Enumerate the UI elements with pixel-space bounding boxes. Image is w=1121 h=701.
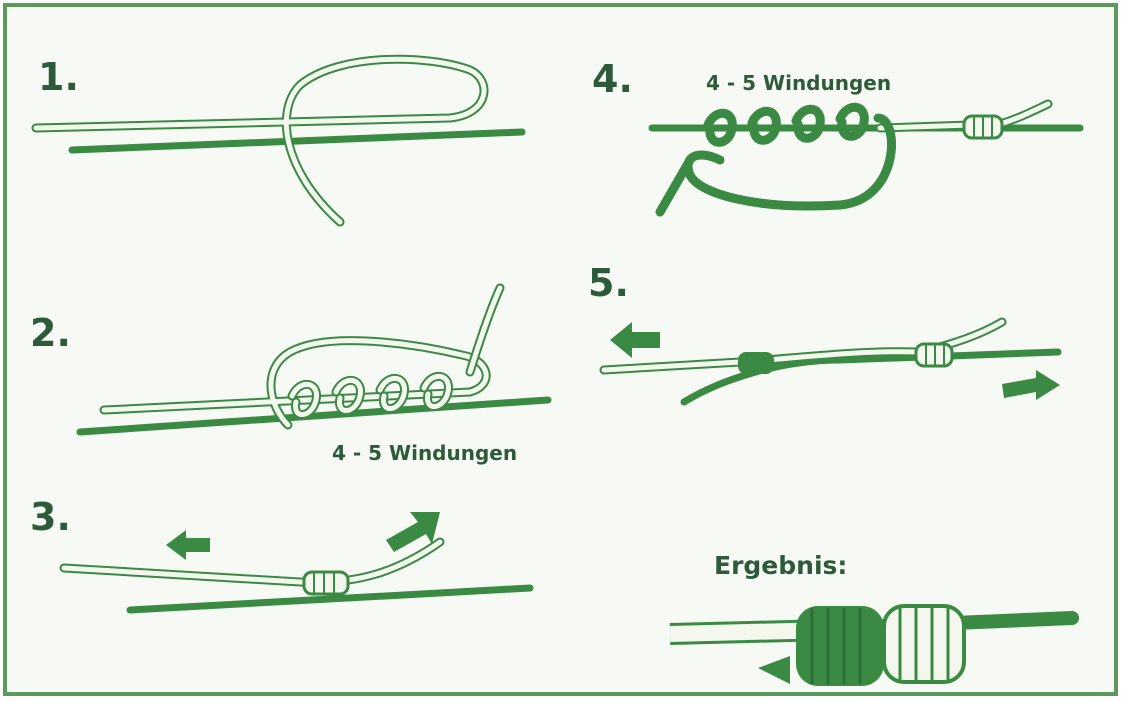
step-3-number: 3. <box>30 495 71 539</box>
step-1-number: 1. <box>38 55 79 99</box>
step-3-light-line <box>64 542 440 582</box>
step-1: 1. <box>36 55 522 222</box>
step-4: 4. 4 - 5 Windungen <box>592 57 1080 212</box>
step-4-windings-label: 4 - 5 Windungen <box>706 71 891 95</box>
result: Ergebnis: <box>670 551 1072 686</box>
step-5-knot-right <box>916 344 952 366</box>
step-2-windings-label: 4 - 5 Windungen <box>332 441 517 465</box>
result-light-coils <box>884 606 964 682</box>
step-2-number: 2. <box>30 311 71 355</box>
step-5-right-arrow <box>1002 370 1060 400</box>
step-4-knot <box>964 116 1002 138</box>
step-3: 3. <box>30 495 530 610</box>
step-5-number: 5. <box>588 261 629 305</box>
step-5-knot-left <box>738 352 774 374</box>
result-dark-tag <box>758 656 790 684</box>
step-5: 5. <box>588 261 1060 402</box>
step-4-dark-loop <box>660 107 891 212</box>
result-dark-coils <box>796 606 884 686</box>
step-4-number: 4. <box>592 57 633 101</box>
step-3-left-arrow <box>166 530 210 560</box>
step-1-main-line <box>72 132 522 150</box>
step-5-left-arrow <box>610 322 660 358</box>
step-3-knot <box>304 572 348 594</box>
result-label: Ergebnis: <box>714 551 847 580</box>
step-2: 2. 4 - 5 Windungen <box>30 288 548 465</box>
